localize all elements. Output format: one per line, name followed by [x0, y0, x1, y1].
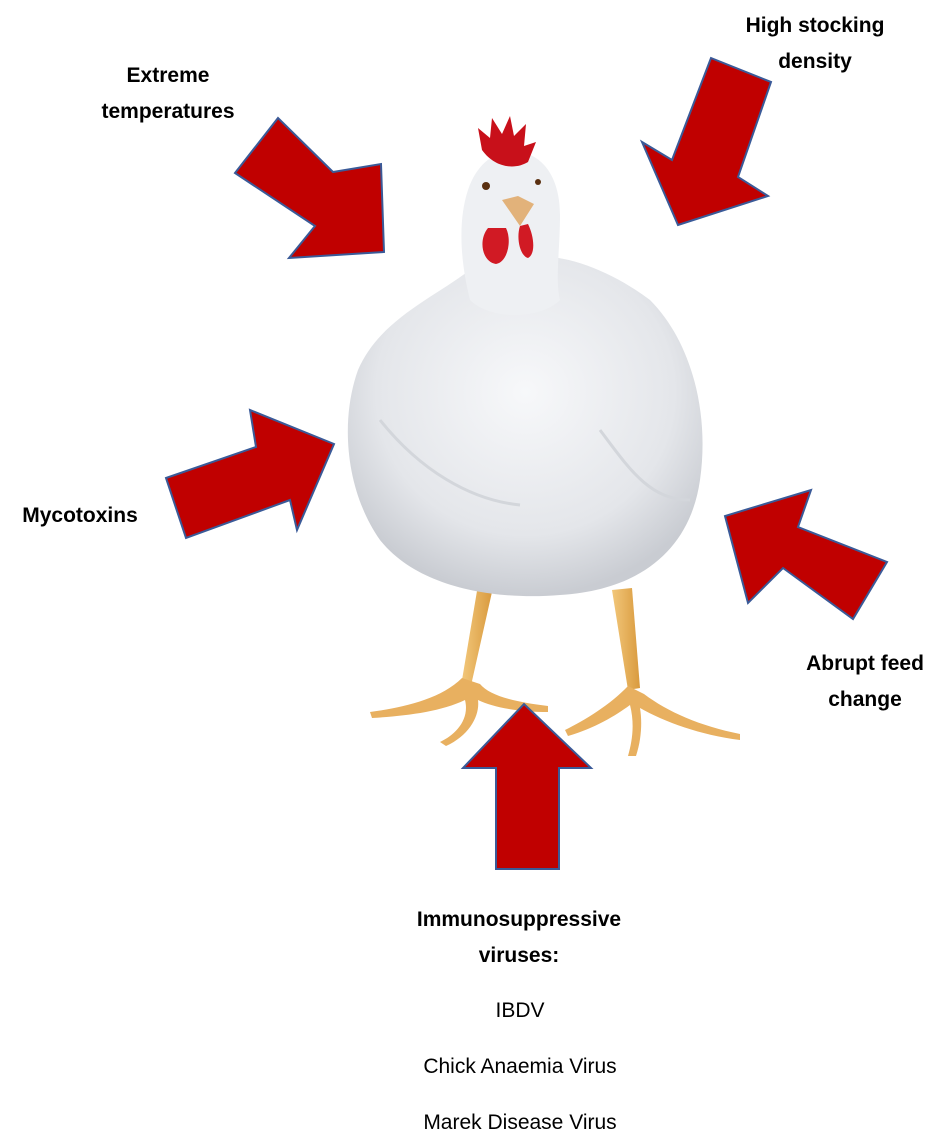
label-high-stocking-density: High stocking density — [720, 8, 910, 80]
chicken-legs — [370, 585, 740, 756]
label-immunosuppressive-viruses: Immunosuppressive viruses: — [384, 902, 654, 974]
arrow-abrupt-feed-change — [725, 490, 887, 619]
label-mycotoxins: Mycotoxins — [0, 498, 160, 534]
virus-item-marek-disease: Marek Disease Virus — [370, 1111, 670, 1135]
arrow-extreme-temperatures — [235, 118, 384, 258]
chicken-comb — [478, 116, 536, 166]
chicken-head — [461, 151, 560, 315]
label-abrupt-feed-change: Abrupt feed change — [786, 646, 944, 718]
arrow-mycotoxins — [166, 410, 334, 538]
label-extreme-temperatures: Extreme temperatures — [78, 58, 258, 130]
arrow-high-stocking-density — [642, 58, 771, 225]
virus-item-chick-anaemia: Chick Anaemia Virus — [370, 1055, 670, 1079]
virus-item-ibdv: IBDV — [370, 999, 670, 1023]
